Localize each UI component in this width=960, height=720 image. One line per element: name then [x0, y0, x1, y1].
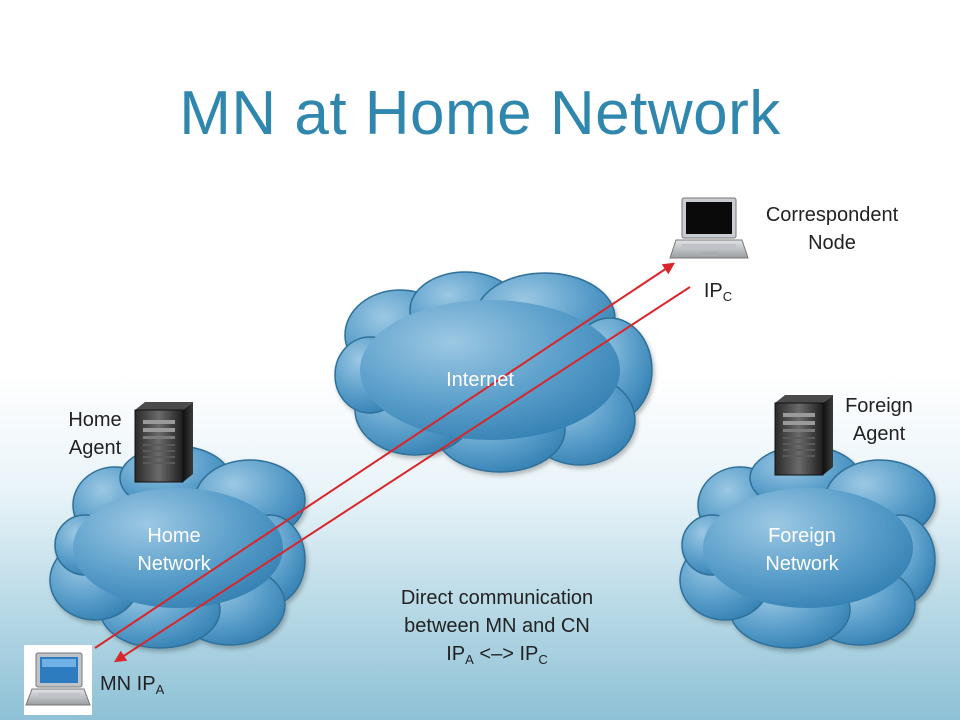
home-agent-label: Home Agent [68, 409, 122, 459]
foreign-network-label: Foreign Network [765, 525, 839, 575]
foreign-network-cloud [679, 445, 936, 649]
communication-arrows [94, 262, 691, 663]
internet-cloud-label: Internet [446, 369, 514, 391]
mn-to-cn-arrow [94, 262, 675, 649]
mobile-node-laptop-icon [24, 645, 92, 715]
correspondent-ip-label: IPC [703, 280, 733, 304]
cn-to-mn-arrow [113, 286, 691, 663]
home-network-label: Home Network [137, 525, 211, 575]
slide-title: MN at Home Network [179, 79, 781, 148]
home-agent-server-icon [134, 402, 193, 483]
correspondent-laptop-icon [669, 190, 749, 272]
correspondent-node-label: Correspondent Node [765, 204, 899, 254]
foreign-agent-label: Foreign Agent [845, 395, 913, 445]
internet-cloud [334, 271, 653, 473]
foreign-agent-server-icon [774, 395, 833, 476]
direct-communication-caption: Direct communication between MN and CN I… [400, 587, 594, 667]
mobile-node-label: MN IPA [100, 673, 165, 697]
